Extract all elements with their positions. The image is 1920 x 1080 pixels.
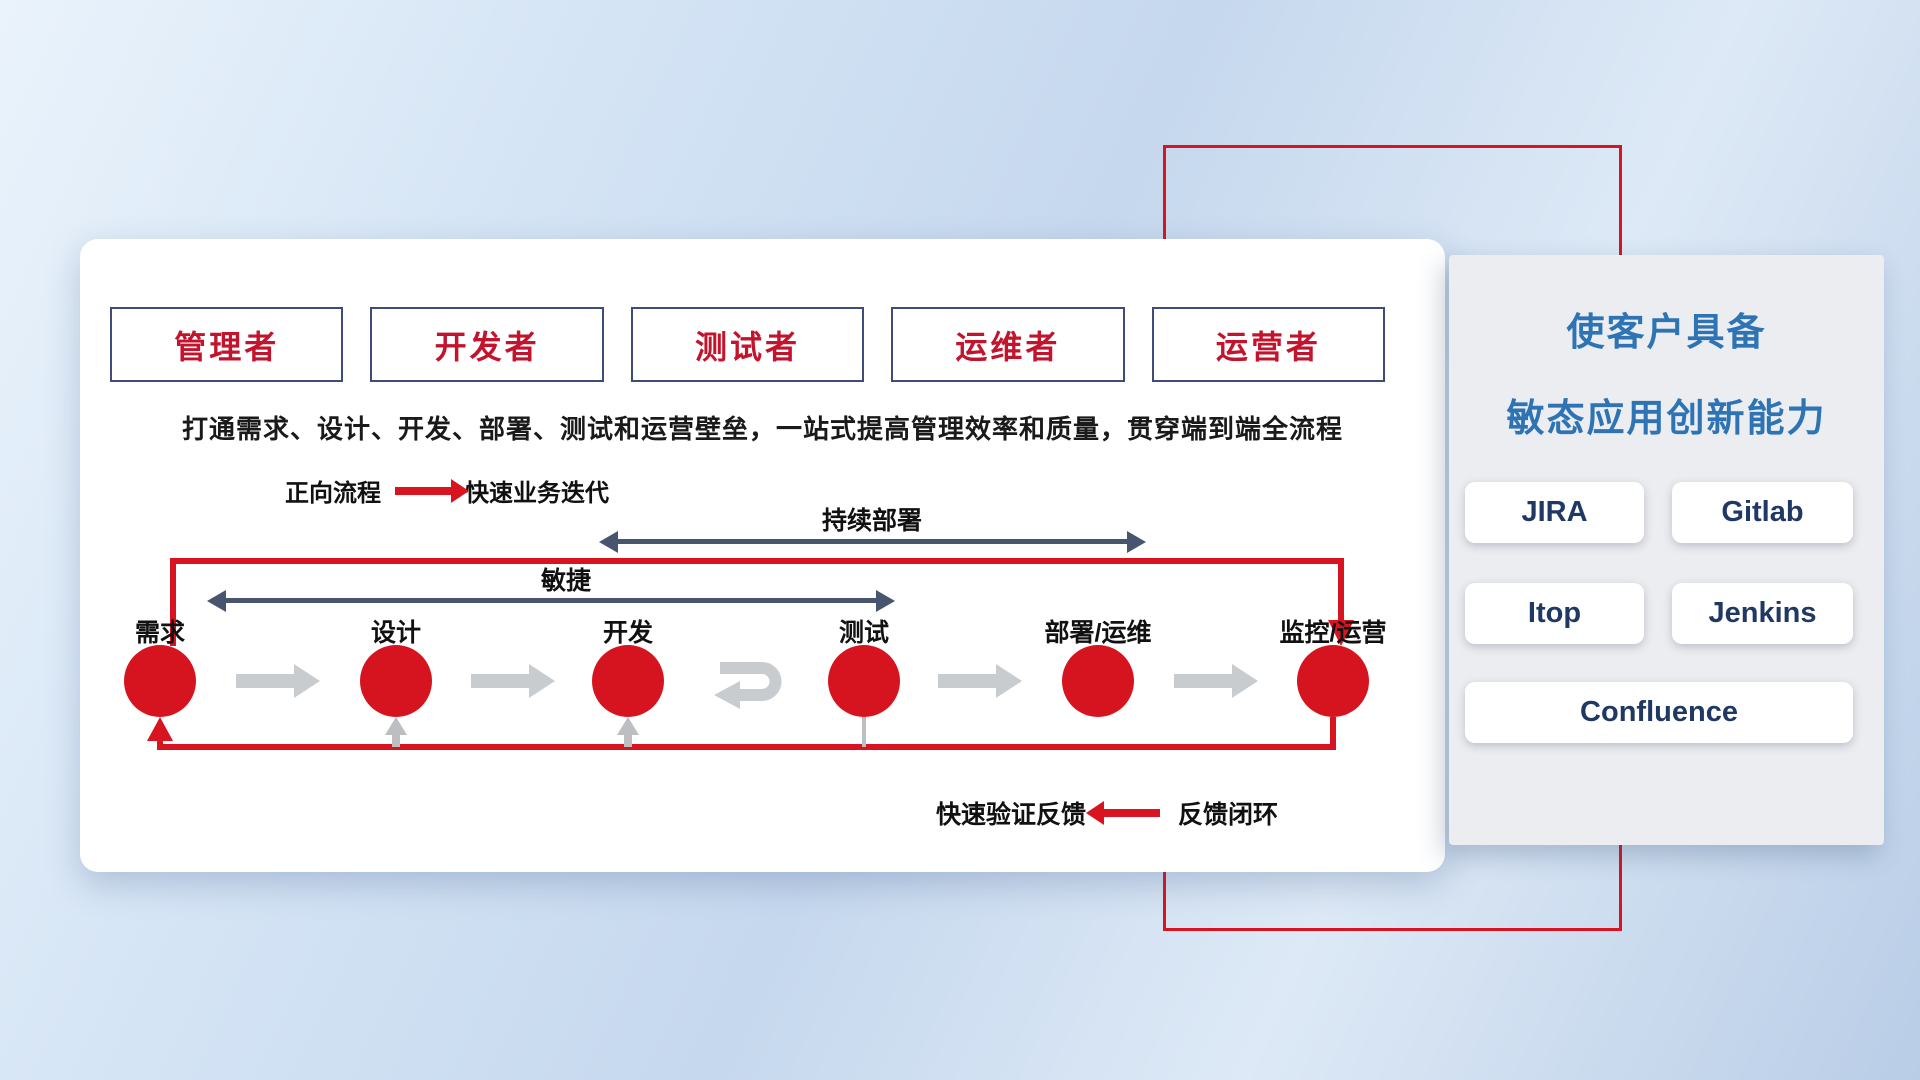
arrow-head (294, 664, 320, 698)
tool-badge-jira: JIRA (1465, 482, 1644, 543)
iteration-loop-icon (714, 662, 782, 709)
stage-label-design: 设计 (370, 619, 421, 647)
forward-path-top-line (170, 558, 1344, 564)
capability-title-line2: 敏态应用创新能力 (1506, 398, 1827, 440)
arrow-bar (1174, 674, 1232, 688)
feedback-up-arrow-stub (624, 733, 632, 747)
tool-badge-confluence: Confluence (1465, 682, 1853, 743)
stage-node-design (360, 645, 432, 717)
stage-node-deploy-ops (1062, 645, 1134, 717)
forward-flow-value: 快速业务迭代 (465, 480, 609, 507)
flow-step-arrow-icon (938, 664, 1022, 698)
feedback-tie-line (862, 717, 866, 747)
flow-step-arrow-icon (471, 664, 555, 698)
agile-span-arrow-icon (226, 598, 876, 603)
stage-node-requirements (124, 645, 196, 717)
tool-badge-gitlab: Gitlab (1672, 482, 1853, 543)
feedback-up-arrow-stub (392, 733, 400, 747)
arrow-bar (471, 674, 529, 688)
flow-step-arrow-icon (1174, 664, 1258, 698)
devops-flow-panel: 管理者 开发者 测试者 运维者 运营者 打通需求、设计、开发、部署、测试和运营壁… (80, 239, 1445, 872)
feedback-path-bottom-line (157, 744, 1336, 750)
role-box-tester: 测试者 (630, 307, 865, 382)
roles-row: 管理者 开发者 测试者 运维者 运营者 (110, 307, 1386, 382)
feedback-path-left-stub (157, 737, 163, 750)
forward-arrow-icon (395, 486, 451, 495)
agile-label: 敏捷 (540, 567, 591, 595)
stage-node-test (828, 645, 900, 717)
capability-panel: 使客户具备 敏态应用创新能力 JIRA Gitlab Itop Jenkins … (1449, 255, 1884, 845)
arrow-head (529, 664, 555, 698)
stage-label-monitor-ops: 监控/运营 (1279, 619, 1387, 647)
stage-label-requirements: 需求 (134, 619, 185, 647)
feedback-legend: 快速验证反馈 反馈闭环 (936, 795, 1278, 831)
feedback-value: 反馈闭环 (1178, 801, 1279, 829)
tool-badge-itop: Itop (1465, 583, 1644, 644)
feedback-label: 快速验证反馈 (936, 801, 1087, 829)
forward-path-arrowhead-icon (1328, 620, 1354, 646)
flow-description: 打通需求、设计、开发、部署、测试和运营壁垒，一站式提高管理效率和质量，贯穿端到端… (181, 414, 1343, 444)
feedback-path-right-line (1330, 717, 1336, 750)
feedback-up-arrowhead-icon (385, 717, 407, 735)
arrow-head (996, 664, 1022, 698)
feedback-arrow-icon (1104, 809, 1161, 817)
stage-label-develop: 开发 (602, 619, 653, 647)
stage-node-develop (592, 645, 664, 717)
forward-flow-legend: 正向流程 快速业务迭代 (285, 473, 609, 508)
arrow-head (1232, 664, 1258, 698)
role-box-operator: 运维者 (891, 307, 1125, 382)
role-box-business-operator: 运营者 (1151, 307, 1386, 382)
role-box-developer: 开发者 (370, 307, 604, 382)
feedback-up-arrowhead-icon (617, 717, 639, 735)
arrow-bar (236, 674, 294, 688)
tool-badge-jenkins: Jenkins (1672, 583, 1853, 644)
capability-title-line1: 使客户具备 (1566, 312, 1767, 354)
forward-path-right-line (1338, 558, 1344, 620)
continuous-deploy-span-arrow-icon (618, 539, 1127, 544)
forward-path-left-line (170, 558, 176, 646)
stage-label-deploy-ops: 部署/运维 (1044, 619, 1152, 647)
flow-step-arrow-icon (236, 664, 320, 698)
arrow-bar (938, 674, 996, 688)
stage-label-test: 测试 (838, 619, 889, 647)
continuous-deploy-label: 持续部署 (821, 507, 922, 535)
forward-flow-label: 正向流程 (285, 480, 381, 507)
feedback-path-arrowhead-icon (147, 717, 173, 741)
stage-node-monitor-ops (1297, 645, 1369, 717)
role-box-manager: 管理者 (110, 307, 344, 382)
